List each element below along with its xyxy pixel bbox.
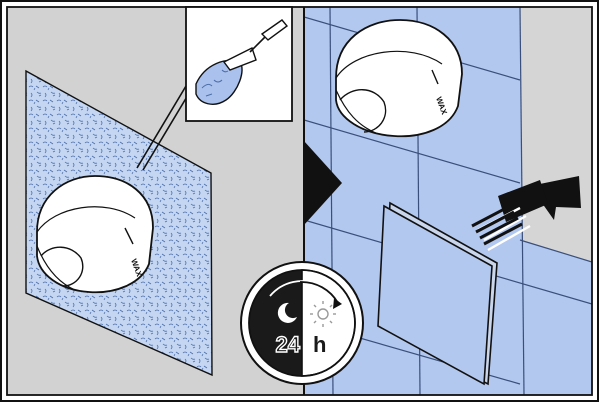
- timer-hours-unit: h: [313, 332, 326, 357]
- timer-24h: 24 h: [241, 262, 363, 384]
- device-right: WAX: [336, 20, 462, 136]
- timer-hours-number: 24: [276, 332, 301, 357]
- device-left: WAX: [37, 176, 153, 292]
- tile-field-lower: [520, 240, 592, 395]
- trowel-inset: [186, 7, 292, 121]
